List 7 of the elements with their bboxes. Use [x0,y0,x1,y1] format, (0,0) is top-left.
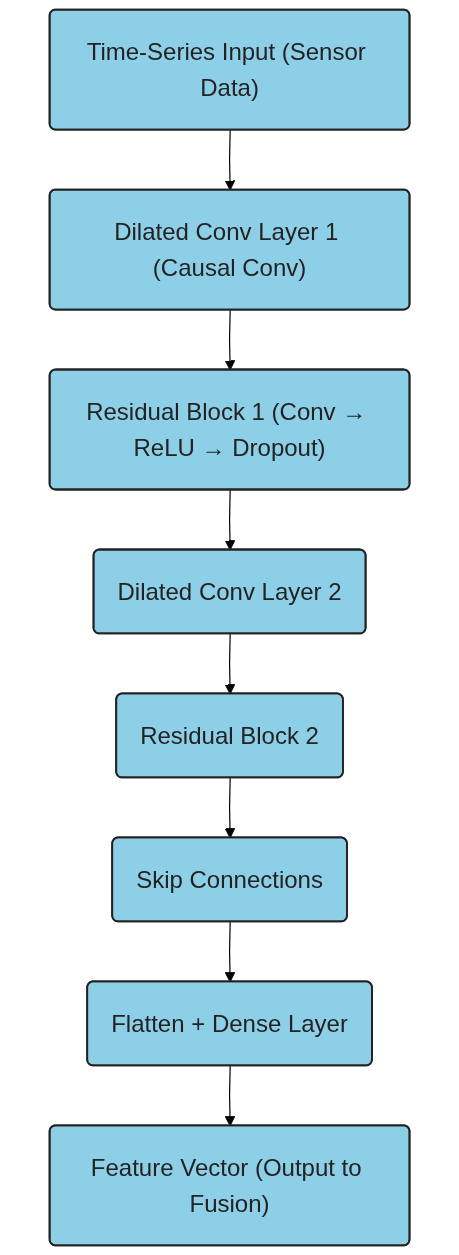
arrow [224,633,236,695]
arrow [224,1065,236,1127]
arrow [224,489,236,551]
arrow [224,129,236,191]
arrow [224,921,236,983]
arrow [224,309,236,371]
arrow [224,777,236,839]
